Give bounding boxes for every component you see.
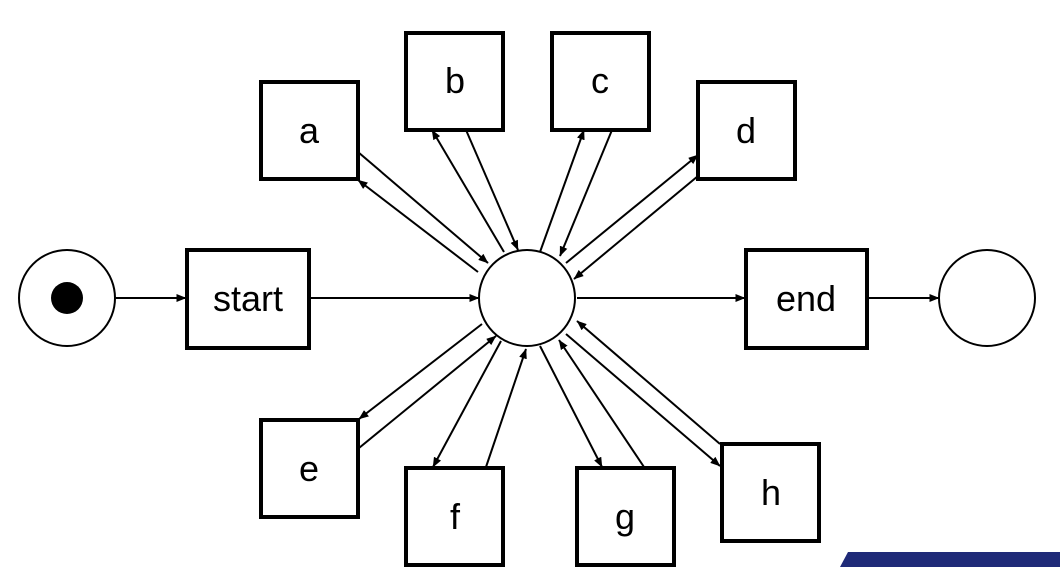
arc-a-to-center [357,151,489,264]
transition-h: h [720,442,821,543]
arc-center-to-a [357,179,479,273]
transition-b: b [404,31,505,132]
source-place [18,249,116,347]
arc-g-to-center [558,339,645,468]
transition-e: e [259,418,360,519]
transition-start-label: start [213,278,283,319]
arc-center-to-f [432,340,502,468]
transition-g: g [575,466,676,567]
arc-c-to-center [559,129,613,257]
transition-end-label: end [776,278,836,319]
arc-b-to-center [465,129,519,251]
transition-c-label: c [591,60,609,101]
corner-bar [840,552,1060,567]
transition-e-label: e [299,448,319,489]
arc-h-to-center [576,320,721,445]
transition-start: start [185,248,311,350]
transition-c: c [550,31,651,132]
arc-f-to-center [485,348,527,468]
transition-b-label: b [445,60,465,101]
arc-center-to-b [431,129,505,253]
transition-f: f [404,466,505,567]
arc-center-to-d [565,154,699,264]
arc-center-to-h [565,333,721,467]
sink-place [938,249,1036,347]
arcs-layer [116,129,940,468]
arc-center-to-e [358,323,483,420]
transition-g-label: g [615,496,635,537]
arc-e-to-center [358,335,497,449]
transition-d: d [696,80,797,181]
transition-a: a [259,80,360,181]
arc-center-to-c [539,129,585,253]
transition-end: end [744,248,869,350]
center-place [478,249,576,347]
transition-a-label: a [299,110,320,151]
arc-d-to-center [573,175,699,280]
token-dot [51,282,83,314]
arc-center-to-g [539,345,603,468]
transition-d-label: d [736,110,756,151]
transition-h-label: h [761,472,781,513]
transition-f-label: f [450,496,461,537]
